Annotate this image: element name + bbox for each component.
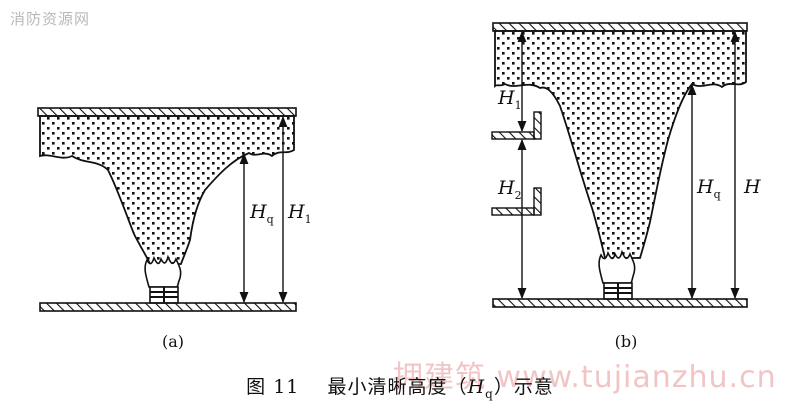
label-hq-b: Hq — [696, 176, 721, 201]
watermark-top-left: 消防资源网 — [10, 10, 91, 28]
label-h2-b: H2 — [497, 177, 522, 202]
figure-caption: 图 11 最小清晰高度（Hq）示意 — [0, 372, 800, 401]
floor-slab-a — [39, 302, 297, 312]
caption-symbol-sub: q — [485, 386, 494, 401]
smoke-layer-b — [494, 30, 747, 259]
panel-a: Hq H1 (a) — [37, 107, 312, 351]
label-h-b: H — [743, 176, 761, 198]
caption-symbol: H — [467, 376, 486, 398]
panel-label-b: (b) — [615, 332, 638, 351]
ceiling-slab-b — [492, 22, 748, 32]
label-h1-b: H1 — [497, 87, 522, 112]
ceiling-slab-a — [37, 107, 297, 117]
flame-b — [598, 249, 636, 284]
flame-a — [144, 254, 182, 288]
panel-label-a: (a) — [162, 332, 184, 351]
side-opening-upper — [491, 111, 542, 140]
label-hq-a: Hq — [249, 201, 274, 226]
caption-title-before: 最小清晰高度（ — [327, 376, 468, 398]
floor-slab-b — [492, 298, 748, 308]
smoke-layer-a — [39, 115, 295, 265]
caption-figure-number: 图 11 — [246, 376, 300, 398]
side-opening-lower — [491, 187, 542, 216]
panel-b: H1 H2 Hq H (b) — [491, 22, 761, 351]
watermark-bottom: 拥建筑 www.tujianzhu.cn — [393, 360, 777, 395]
label-h1-a: H1 — [287, 201, 312, 226]
caption-title-after: ）示意 — [493, 376, 554, 398]
